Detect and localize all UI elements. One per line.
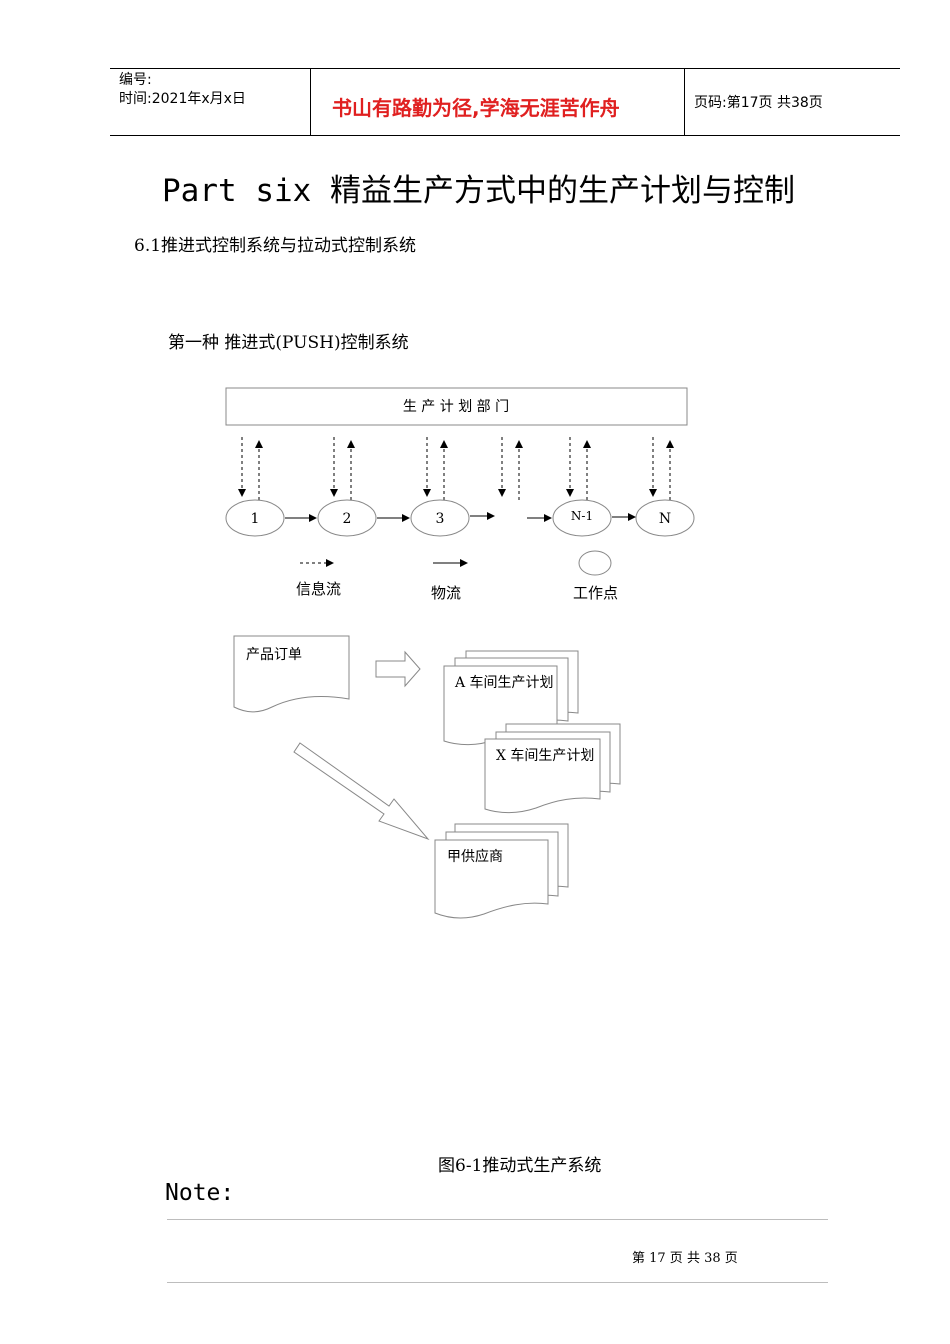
header-top-rule (110, 68, 900, 69)
planning-dept-label: 生 产 计 划 部 门 (403, 399, 509, 415)
planning-dept-box (225, 387, 688, 426)
plan-x-label: X 车间生产计划 (496, 747, 594, 764)
footer-rule-bottom (167, 1282, 828, 1283)
section-heading: 6.1推进式控制系统与拉动式控制系统 (134, 236, 417, 256)
figure-caption: 图6-1推动式生产系统 (438, 1156, 602, 1176)
node-1-label: 1 (251, 511, 260, 527)
footer-rule-top (167, 1219, 828, 1220)
node-3-label: 3 (436, 511, 445, 527)
work-nodes (225, 499, 695, 537)
node-2-label: 2 (343, 511, 352, 527)
plan-a-label: A 车间生产计划 (454, 674, 554, 691)
plan-x-stack (484, 723, 621, 814)
legend-info-flow-label: 信息流 (296, 580, 341, 598)
page-title: Part six 精益生产方式中的生产计划与控制 (162, 173, 795, 209)
supplier-label: 甲供应商 (447, 848, 503, 865)
node-n-label: N (659, 511, 671, 527)
block-arrow-right (375, 650, 421, 688)
legend-work-point-symbol (578, 550, 612, 576)
header-number-label: 编号: (119, 72, 152, 88)
header-divider-left (310, 68, 311, 136)
node-n-1-label: N-1 (571, 509, 593, 523)
subheading: 第一种 推进式(PUSH)控制系统 (168, 333, 409, 353)
header-bottom-rule (110, 135, 900, 136)
node-2 (317, 499, 377, 537)
node-3 (410, 499, 470, 537)
legend-work-point-label: 工作点 (573, 584, 618, 602)
header-page-label: 页码:第17页 共38页 (694, 95, 823, 111)
note-label: Note: (165, 1180, 235, 1206)
node-n (635, 499, 695, 537)
material-flow-arrows (285, 512, 636, 522)
header-divider-right (684, 68, 685, 136)
legend-material-flow-label: 物流 (431, 584, 461, 602)
footer-page-number: 第 17 页 共 38 页 (632, 1251, 738, 1266)
header-motto: 书山有路勤为径,学海无涯苦作舟 (332, 96, 620, 120)
order-document-label: 产品订单 (246, 647, 302, 663)
header-time-label: 时间:2021年x月x日 (119, 91, 246, 107)
info-flow-arrows (238, 437, 674, 500)
node-1 (225, 499, 285, 537)
block-arrow-diagonal (293, 742, 430, 841)
order-document-shape (233, 635, 350, 713)
node-n-1 (552, 499, 612, 537)
supplier-stack (434, 823, 569, 919)
